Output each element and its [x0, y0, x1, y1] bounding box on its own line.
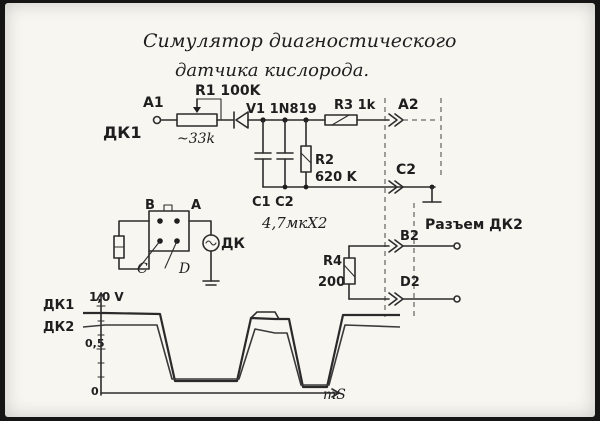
title-line-1: Симулятор диагностического	[143, 30, 456, 52]
sensor-wave-icon	[205, 240, 217, 246]
sensor-wire-d	[164, 240, 178, 269]
resistor-r1	[176, 113, 218, 127]
wave-label-0: 0	[91, 385, 99, 398]
contact-c2-2	[394, 180, 404, 194]
label-b2: B2	[400, 229, 419, 244]
label-r4: R4	[323, 254, 342, 269]
label-d2: D2	[400, 275, 420, 290]
resistor-r2	[300, 145, 312, 173]
label-r1-sub: ~33k	[177, 131, 215, 147]
terminal-a1	[152, 115, 162, 125]
label-r1: R1 100K	[195, 83, 262, 99]
heater-wire-top	[118, 220, 150, 237]
wave-trace-dk2	[82, 324, 401, 386]
r3-hatch	[331, 114, 350, 126]
label-c2-out: C2	[396, 162, 416, 178]
wave-label-1v: 1,0 V	[89, 290, 124, 304]
wave-label-dk2: ДК2	[43, 320, 74, 335]
paper-sheet: Симулятор диагностического датчика кисло…	[5, 3, 595, 417]
label-r4-value: 200	[318, 275, 345, 290]
sensor-pin-b-dot	[157, 218, 163, 224]
schematic-drawing: Симулятор диагностического датчика кисло…	[43, 30, 523, 403]
label-connector: Разъем ДК2	[425, 217, 523, 233]
junction-4	[282, 184, 288, 190]
sensor-pin-a-dot	[174, 218, 180, 224]
wave-x-arrow	[331, 388, 340, 398]
sensor-pin-b: B	[145, 198, 155, 213]
label-r2: R2	[315, 153, 334, 168]
wave-trace-dk1-bump	[250, 311, 280, 320]
title-line-2: датчика кислорода.	[175, 60, 369, 81]
sensor-pin-d: D	[178, 261, 190, 277]
label-a2: A2	[398, 97, 419, 113]
r1-wiper-link	[196, 98, 222, 121]
label-a1: A1	[143, 95, 164, 111]
junction-5	[303, 184, 309, 190]
wave-label-dk1: ДК1	[43, 298, 74, 313]
label-r3: R3 1k	[334, 98, 376, 113]
contact-b2-1	[388, 239, 398, 253]
sensor-connector-key	[163, 204, 173, 212]
label-c1-c2: C1 C2	[252, 195, 294, 210]
wave-y-arrow	[96, 292, 106, 301]
r2-hatch	[300, 152, 312, 164]
terminal-b2	[453, 242, 461, 250]
sensor-label: ДК	[221, 236, 245, 252]
contact-c2-1	[388, 180, 398, 194]
r4-hatch	[343, 264, 356, 278]
contact-a2-1	[388, 113, 398, 127]
label-r2-value: 620 K	[315, 170, 358, 185]
sensor-connector-body	[148, 210, 190, 252]
label-dk1: ДК1	[103, 123, 141, 142]
contact-d2-1	[388, 292, 398, 306]
wave-label-05: 0,5	[85, 337, 105, 350]
label-cap-value: 4,7мкX2	[261, 214, 327, 232]
r1-wiper-arrow	[193, 107, 201, 113]
wave-trace-dk1	[83, 311, 400, 389]
terminal-d2	[453, 295, 461, 303]
sensor-pin-a: A	[191, 198, 201, 213]
sensor-wire-top	[188, 220, 212, 236]
heater-wire-bottom	[118, 250, 150, 270]
label-v1: V1 1N819	[246, 102, 317, 117]
